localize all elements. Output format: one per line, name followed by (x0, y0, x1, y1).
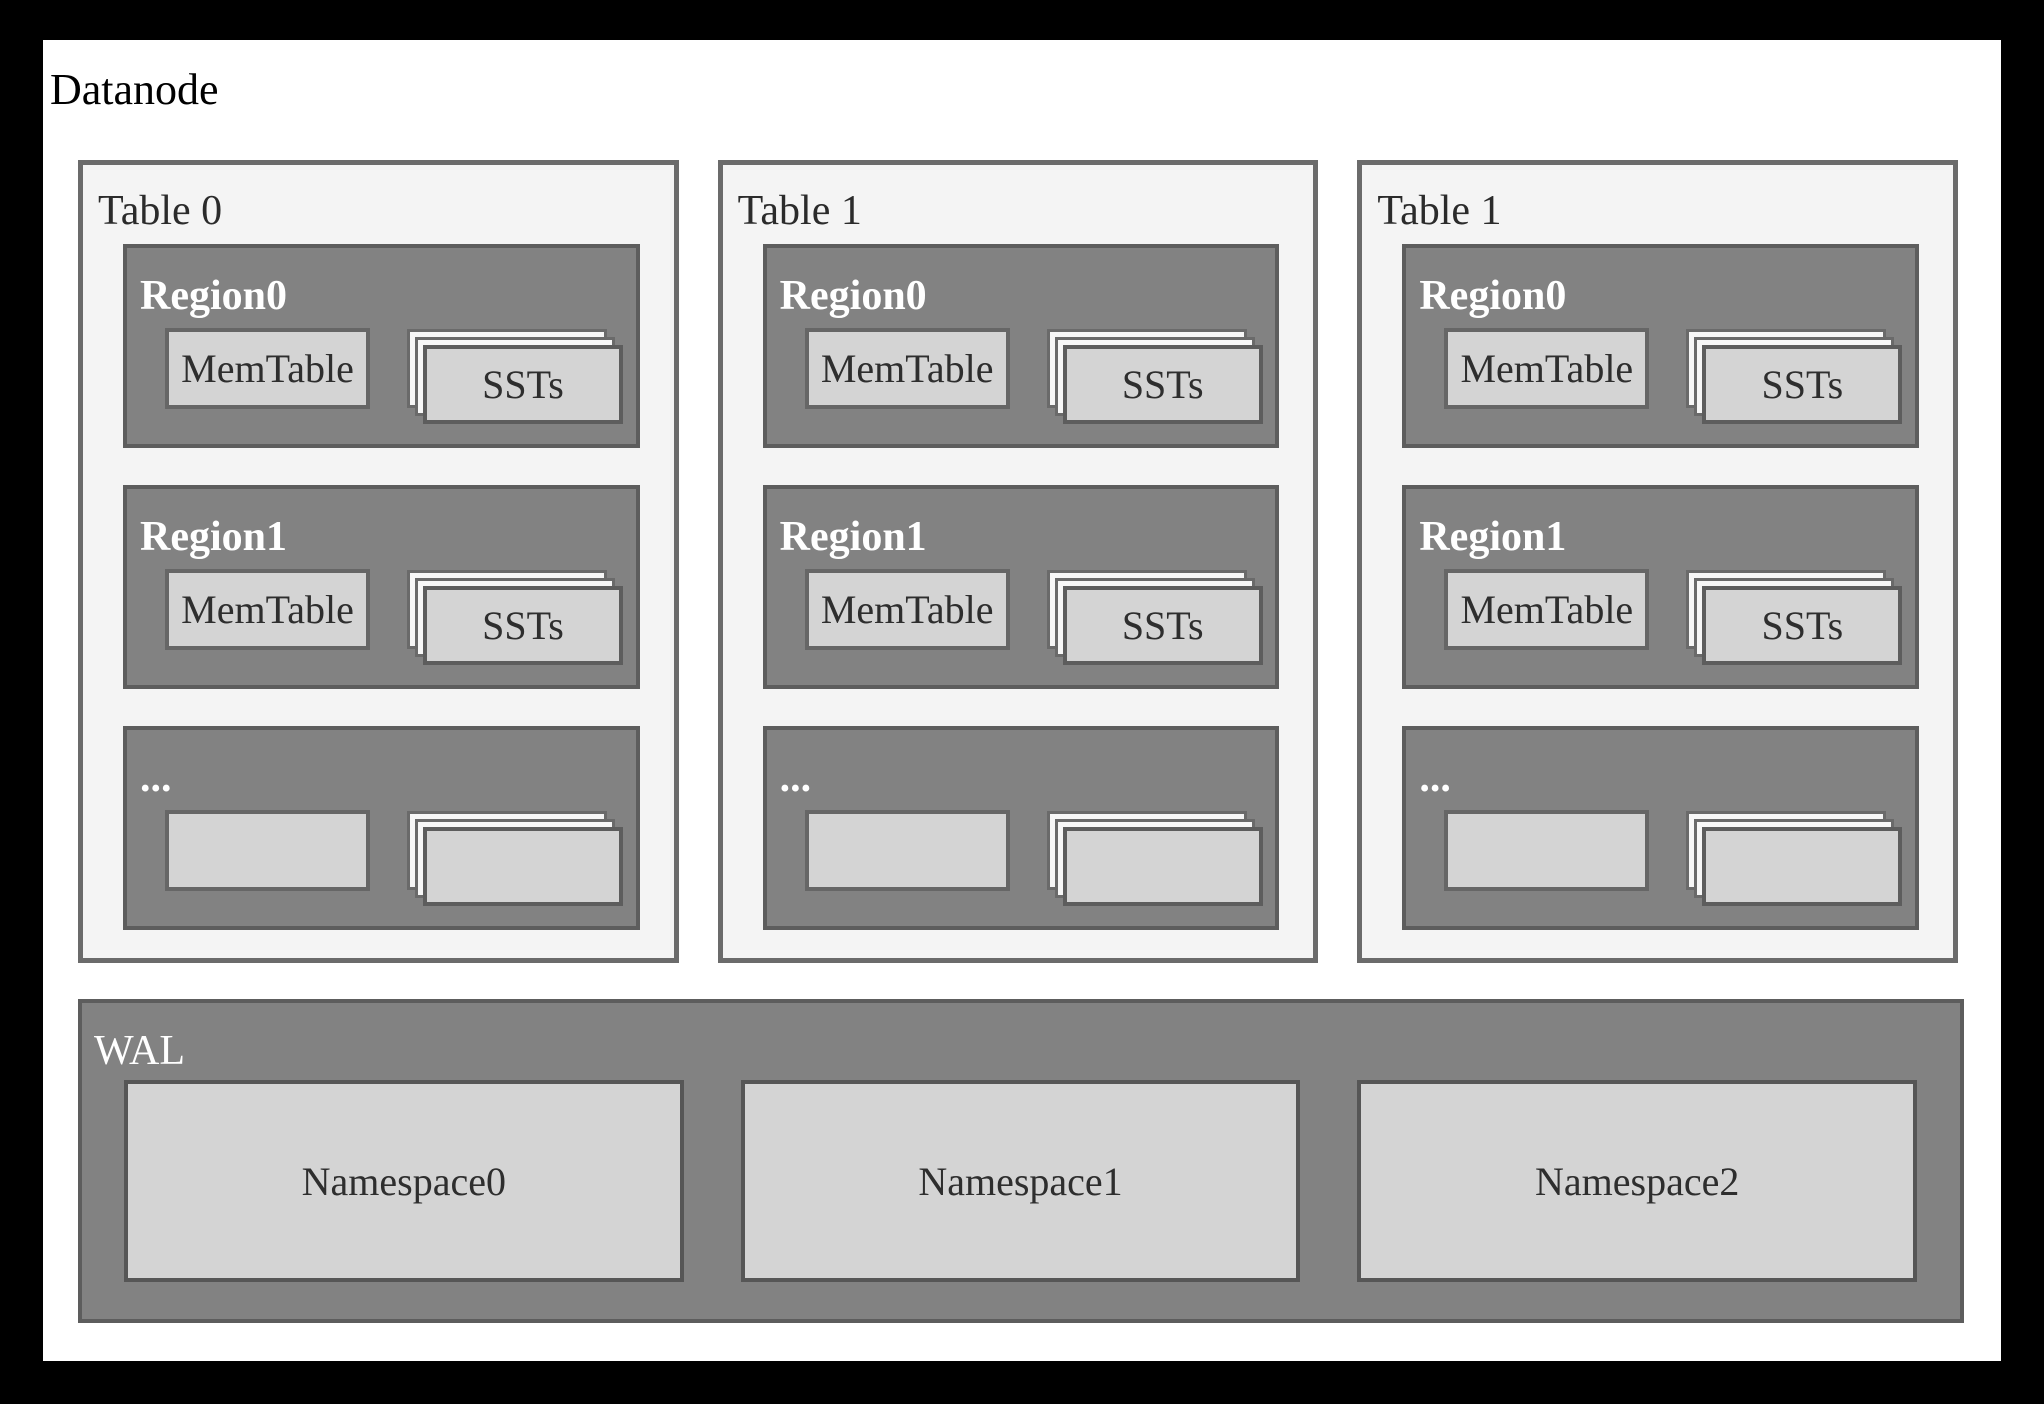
region-box-0-1: Region1 MemTable SSTs (123, 485, 640, 689)
ssts-front-box: SSTs (423, 345, 623, 424)
memtable-box (804, 810, 1010, 891)
region-title: Region0 (779, 273, 927, 319)
region-box-1-2: ... (762, 726, 1280, 930)
region-box-0-2: ... (123, 726, 640, 930)
memtable-box: MemTable (1444, 569, 1650, 650)
table-box-1: Table 1 Region0 MemTable SSTs Region1 Me… (717, 160, 1319, 963)
ssts-front-box: SSTs (423, 586, 623, 665)
ssts-stack (407, 811, 623, 906)
ssts-stack: SSTs (1686, 329, 1903, 424)
table-box-0: Table 0 Region0 MemTable SSTs Region1 Me… (78, 160, 679, 963)
table-title: Table 0 (98, 188, 223, 234)
region-title: ... (779, 755, 812, 801)
ssts-stack: SSTs (407, 570, 623, 665)
ssts-stack (1046, 811, 1263, 906)
ssts-stack: SSTs (1046, 329, 1263, 424)
ssts-front-box: SSTs (1702, 586, 1903, 665)
namespaces-row: Namespace0 Namespace1 Namespace2 (124, 1080, 1918, 1282)
ssts-front-box: SSTs (1702, 345, 1903, 424)
region-title: Region1 (779, 514, 927, 560)
region-box-1-1: Region1 MemTable SSTs (762, 485, 1280, 689)
regions-list: Region0 MemTable SSTs Region1 MemTable S… (762, 244, 1280, 930)
region-title: Region0 (140, 273, 287, 319)
region-box-0-0: Region0 MemTable SSTs (123, 244, 640, 448)
region-title: ... (140, 755, 172, 801)
memtable-box: MemTable (804, 328, 1010, 409)
ssts-front-box: SSTs (1062, 345, 1263, 424)
memtable-box: MemTable (165, 569, 370, 650)
region-title: Region0 (1419, 273, 1567, 319)
ssts-front-box (1702, 827, 1903, 906)
regions-list: Region0 MemTable SSTs Region1 MemTable S… (1402, 244, 1920, 930)
table-title: Table 1 (737, 188, 862, 234)
memtable-box: MemTable (804, 569, 1010, 650)
memtable-box: MemTable (1444, 328, 1650, 409)
region-box-2-2: ... (1402, 726, 1920, 930)
table-box-2: Table 1 Region0 MemTable SSTs Region1 Me… (1357, 160, 1959, 963)
datanode-panel: Datanode Table 0 Region0 MemTable SSTs R… (43, 40, 2001, 1361)
memtable-box (165, 810, 370, 891)
regions-list: Region0 MemTable SSTs Region1 MemTable S… (123, 244, 640, 930)
namespace-box-2: Namespace2 (1357, 1080, 1918, 1282)
namespace-box-1: Namespace1 (740, 1080, 1301, 1282)
ssts-front-box (423, 827, 623, 906)
ssts-front-box (1062, 827, 1263, 906)
region-title: Region1 (1419, 514, 1567, 560)
table-title: Table 1 (1377, 188, 1502, 234)
memtable-box (1444, 810, 1650, 891)
wal-title: WAL (94, 1028, 185, 1074)
region-title: ... (1419, 755, 1451, 801)
region-box-2-0: Region0 MemTable SSTs (1402, 244, 1920, 448)
namespace-box-0: Namespace0 (124, 1080, 684, 1282)
ssts-stack: SSTs (1686, 570, 1903, 665)
ssts-stack: SSTs (407, 329, 623, 424)
page-title: Datanode (50, 65, 219, 114)
ssts-stack: SSTs (1046, 570, 1263, 665)
region-box-2-1: Region1 MemTable SSTs (1402, 485, 1920, 689)
region-box-1-0: Region0 MemTable SSTs (762, 244, 1280, 448)
wal-box: WAL Namespace0 Namespace1 Namespace2 (78, 999, 1964, 1323)
memtable-box: MemTable (165, 328, 370, 409)
region-title: Region1 (140, 514, 287, 560)
ssts-stack (1686, 811, 1903, 906)
tables-row: Table 0 Region0 MemTable SSTs Region1 Me… (78, 160, 1959, 963)
ssts-front-box: SSTs (1062, 586, 1263, 665)
